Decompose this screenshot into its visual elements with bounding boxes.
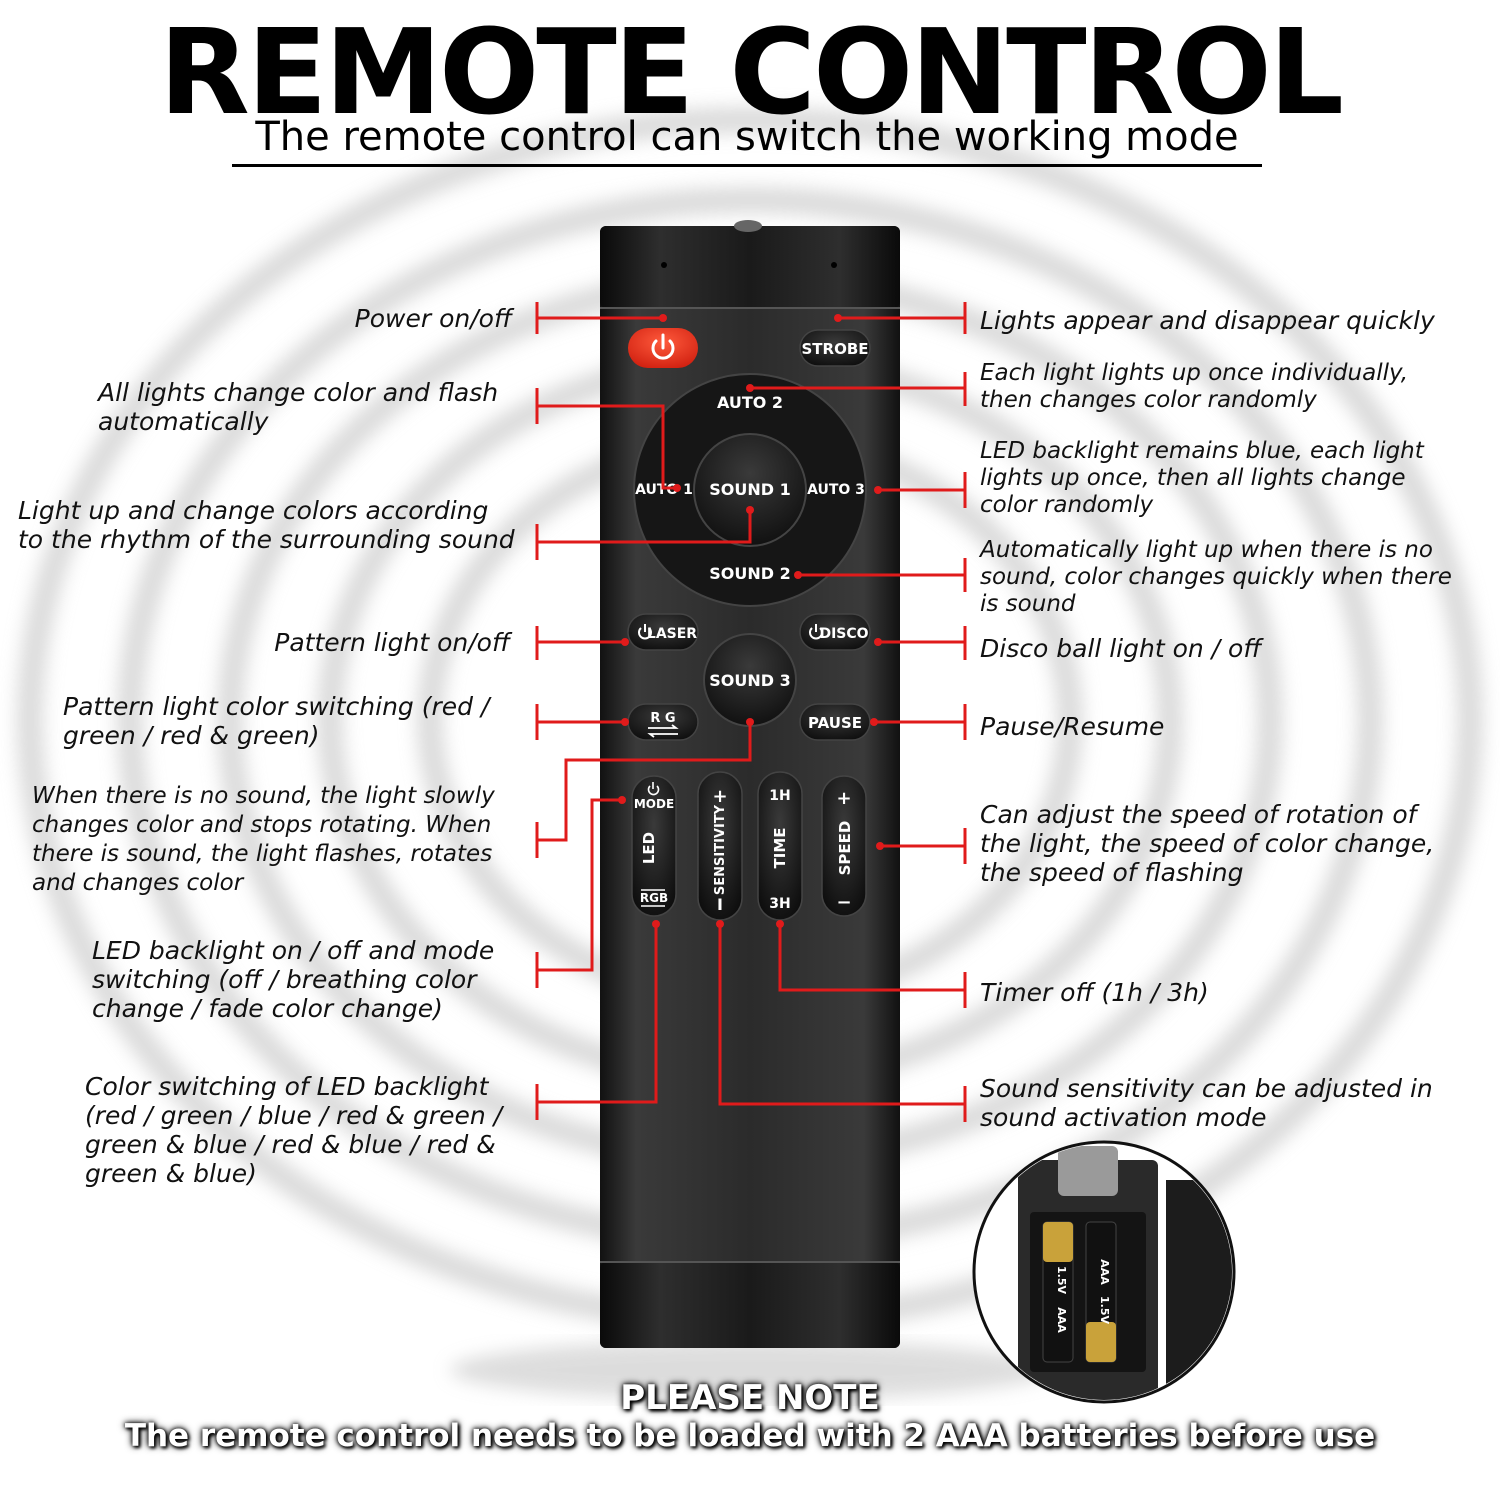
sensitivity-plus[interactable]: +: [712, 786, 727, 807]
label-sound2: Automatically light up when there is no …: [980, 537, 1452, 617]
strobe-label: STROBE: [801, 340, 868, 358]
label-rg: Pattern light color switching (red / gre…: [63, 692, 490, 750]
label-mode: LED backlight on / off and mode switchin…: [92, 936, 495, 1023]
label-laser: Pattern light on/off: [274, 628, 510, 657]
power-icon: [651, 333, 675, 360]
note-title: PLEASE NOTE: [620, 1378, 880, 1418]
svg-text:1.5V: 1.5V: [1055, 1266, 1068, 1294]
sensitivity-minus[interactable]: I: [717, 895, 723, 914]
svg-text:AAA: AAA: [1055, 1307, 1068, 1333]
pause-label: PAUSE: [808, 714, 862, 732]
svg-text:AAA: AAA: [1098, 1259, 1111, 1285]
label-pause: Pause/Resume: [980, 712, 1165, 741]
speed-pill[interactable]: + SPEED −: [821, 775, 867, 917]
strobe-button[interactable]: STROBE: [799, 329, 871, 367]
auto3-button[interactable]: AUTO 3: [807, 482, 865, 498]
battery-icon: AAA 1.5V AAA 1.5V: [1042, 1221, 1117, 1363]
callout-lines: [535, 302, 967, 1122]
label-auto3: LED backlight remains blue, each light l…: [980, 438, 1424, 518]
page-title: REMOTE CONTROL: [159, 3, 1344, 141]
label-speed: Can adjust the speed of rotation of the …: [980, 800, 1435, 887]
disco-button[interactable]: DISCO: [799, 613, 871, 651]
power-icon: [638, 624, 652, 640]
sound2-button[interactable]: SOUND 2: [709, 564, 791, 583]
sensitivity-pill[interactable]: + SENSITIVITY I: [697, 771, 743, 921]
power-button[interactable]: [628, 328, 698, 368]
sensitivity-label: SENSITIVITY: [713, 804, 728, 895]
power-icon: [809, 624, 823, 640]
label-sensitivity: Sound sensitivity can be adjusted in sou…: [980, 1074, 1433, 1132]
label-power: Power on/off: [354, 304, 512, 333]
label-strobe: Lights appear and disappear quickly: [980, 306, 1435, 335]
callout-dots: [618, 314, 884, 928]
sound1-label: SOUND 1: [709, 480, 791, 499]
swap-arrows-icon: [647, 724, 679, 738]
label-time: Timer off (1h / 3h): [980, 978, 1209, 1007]
speed-plus[interactable]: +: [836, 788, 851, 809]
rg-label: R G: [650, 711, 675, 726]
power-icon: [647, 782, 660, 796]
time-3h[interactable]: 3H: [769, 896, 790, 912]
laser-button[interactable]: LASER: [627, 613, 699, 651]
label-rgb: Color switching of LED backlight (red / …: [85, 1072, 503, 1188]
battery-compartment-inset: AAA 1.5V AAA 1.5V: [972, 1140, 1236, 1404]
rgb-label: RGB: [640, 891, 668, 905]
led-mode-pill[interactable]: MODE LED RGB: [631, 775, 677, 917]
swap-arrows-icon: [641, 889, 665, 907]
led-label: LED: [640, 832, 658, 864]
mode-label: MODE: [634, 797, 674, 811]
label-auto1: All lights change color and flash automa…: [98, 378, 499, 436]
note-text: The remote control needs to be loaded wi…: [124, 1418, 1376, 1454]
time-1h[interactable]: 1H: [769, 788, 790, 804]
label-disco: Disco ball light on / off: [980, 634, 1262, 663]
disco-label: DISCO: [819, 626, 868, 642]
sound3-button[interactable]: SOUND 3: [703, 633, 797, 727]
svg-text:1.5V: 1.5V: [1098, 1296, 1111, 1324]
time-pill[interactable]: 1H TIME 3H: [757, 771, 803, 921]
sound1-button[interactable]: [693, 433, 807, 547]
label-auto2: Each light lights up once individually, …: [980, 360, 1409, 413]
pause-button[interactable]: PAUSE: [799, 703, 871, 741]
speed-minus[interactable]: −: [836, 892, 851, 913]
time-label: TIME: [771, 828, 789, 869]
auto2-button[interactable]: AUTO 2: [717, 393, 783, 412]
label-sound3: When there is no sound, the light slowly…: [32, 783, 495, 896]
laser-label: LASER: [647, 626, 697, 642]
label-sound1: Light up and change colors according to …: [18, 496, 515, 554]
rg-button[interactable]: R G: [627, 703, 699, 741]
page-subtitle: The remote control can switch the workin…: [232, 112, 1262, 167]
sound3-label: SOUND 3: [709, 671, 791, 690]
speed-label: SPEED: [836, 821, 854, 876]
